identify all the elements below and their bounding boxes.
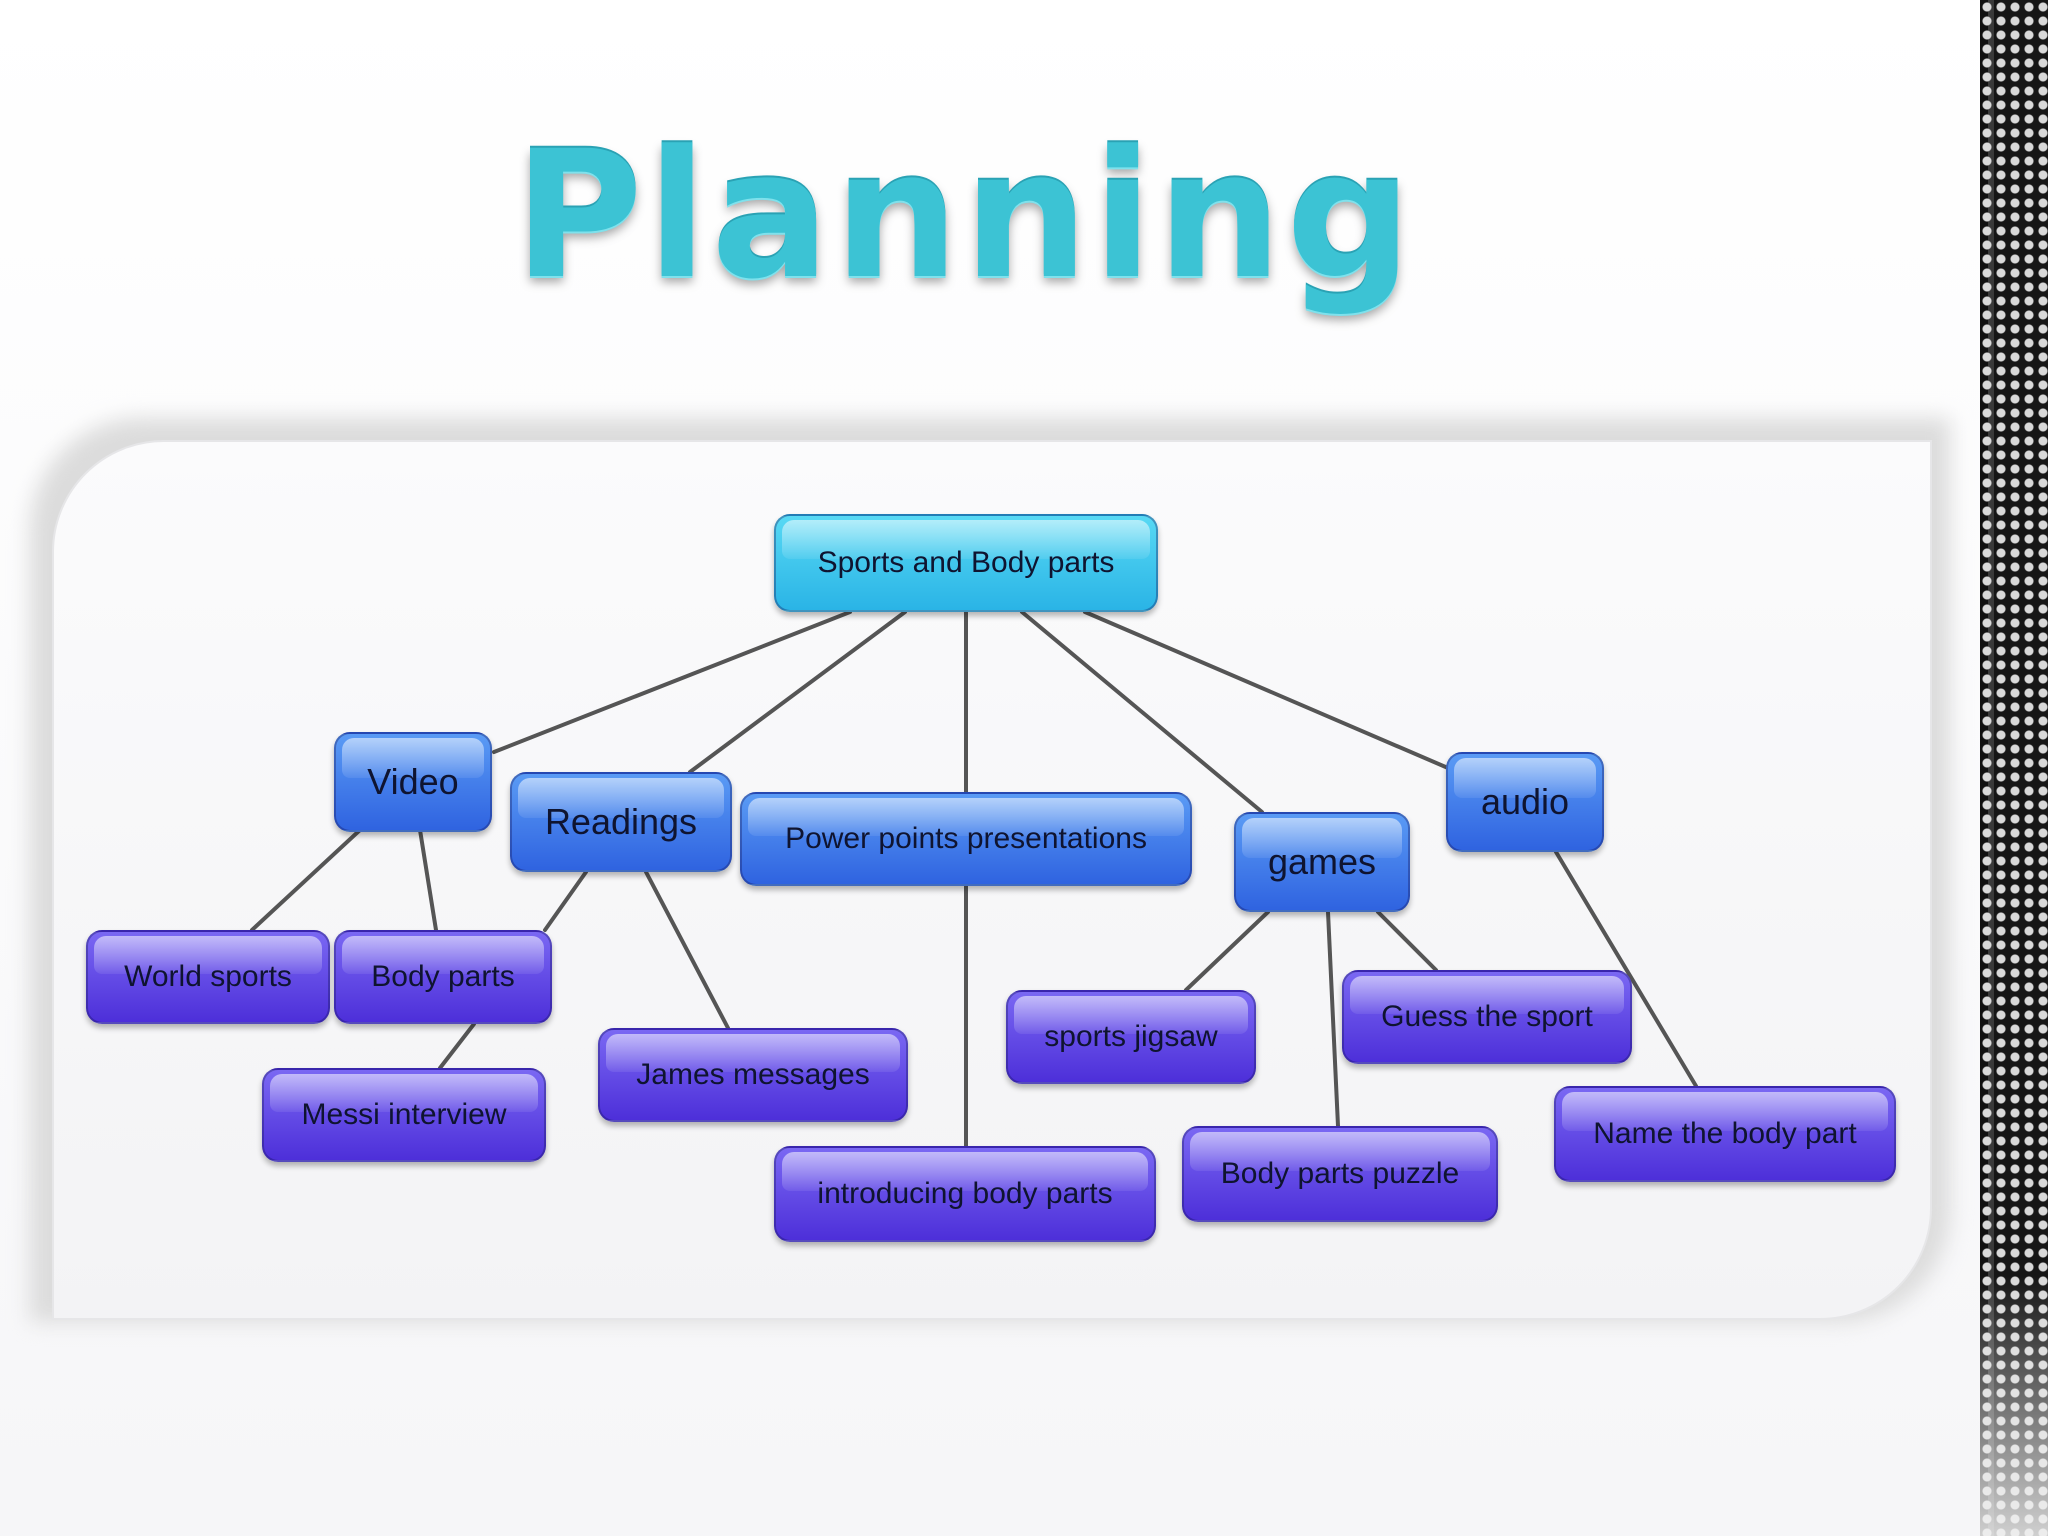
node-label: sports jigsaw [1044, 1020, 1218, 1053]
node-messi-interview[interactable]: Messi interview [262, 1068, 546, 1162]
link-body-parts-messi [438, 1022, 476, 1070]
node-audio[interactable]: audio [1446, 752, 1604, 852]
node-label: games [1267, 841, 1377, 882]
link-games-guess [1376, 910, 1438, 972]
link-audio-name-body-part [1554, 850, 1698, 1088]
node-label: Video [367, 761, 459, 802]
node-guess-the-sport[interactable]: Guess the sport [1342, 970, 1632, 1064]
node-name-the-body-part[interactable]: Name the body part [1554, 1086, 1896, 1182]
link-root-video [492, 610, 852, 754]
node-label: Body parts puzzle [1220, 1157, 1460, 1190]
link-root-audio [1083, 610, 1450, 770]
link-readings-james [644, 870, 730, 1030]
node-sports-jigsaw[interactable]: sports jigsaw [1006, 990, 1256, 1084]
node-james-messages[interactable]: James messages [598, 1028, 908, 1122]
node-label: Readings [544, 801, 698, 842]
node-body-parts-puzzle[interactable]: Body parts puzzle [1182, 1126, 1498, 1222]
node-readings[interactable]: Readings [510, 772, 732, 872]
link-video-world-sports [250, 828, 362, 932]
link-games-puzzle [1326, 910, 1340, 1128]
link-readings-body-parts [543, 870, 588, 932]
node-label: introducing body parts [817, 1177, 1113, 1210]
node-label: World sports [124, 960, 292, 993]
node-video[interactable]: Video [334, 732, 492, 832]
node-world-sports[interactable]: World sports [86, 930, 330, 1024]
node-label: audio [1480, 781, 1570, 822]
link-games-jigsaw [1184, 910, 1270, 992]
node-label: Guess the sport [1381, 1000, 1593, 1033]
node-games[interactable]: games [1234, 812, 1410, 912]
decorative-edge-strip [1980, 0, 2048, 1536]
link-root-readings [688, 610, 907, 774]
slide-title: Planning [513, 113, 1417, 318]
link-video-body-parts [418, 828, 438, 932]
node-label: Sports and Body parts [817, 546, 1115, 579]
node-body-parts[interactable]: Body parts [334, 930, 552, 1024]
node-label: Body parts [371, 960, 515, 993]
node-label: Messi interview [301, 1098, 507, 1131]
node-label: Name the body part [1593, 1117, 1857, 1150]
node-introducing-body-parts[interactable]: introducing body parts [774, 1146, 1156, 1242]
node-power-points-presentations[interactable]: Power points presentations [740, 792, 1192, 886]
node-label: James messages [636, 1058, 870, 1091]
link-root-games [1020, 610, 1264, 814]
node-sports-and-body-parts[interactable]: Sports and Body parts [774, 514, 1158, 612]
node-label: Power points presentations [785, 822, 1147, 855]
